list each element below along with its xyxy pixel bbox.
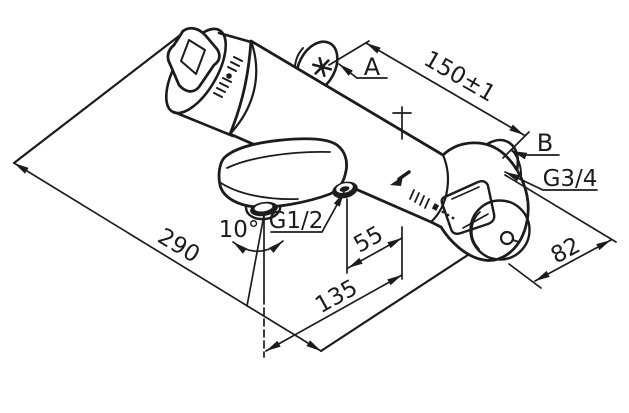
leader-b — [511, 150, 560, 160]
dimension-line-150 — [365, 42, 525, 136]
flow-arrow-icon — [390, 176, 403, 186]
ext-line-a — [328, 40, 370, 66]
temperature-scale-marks — [213, 56, 243, 98]
dimension-line-55 — [347, 237, 403, 269]
star-marker-icon — [312, 57, 332, 77]
dimension-line-135 — [265, 274, 403, 352]
flow-handle — [440, 180, 531, 261]
flow-handle-collar — [429, 153, 449, 224]
handle-cap-dot — [499, 230, 515, 246]
connection-a-label: A — [364, 53, 381, 81]
handle-body-ring — [228, 39, 258, 136]
leader-g12 — [270, 191, 345, 233]
flow-handle-face — [469, 199, 531, 261]
dim-10deg-label: 10° — [219, 217, 260, 243]
connection-b-label: B — [537, 129, 553, 157]
temperature-handle — [164, 26, 253, 138]
spout-outline — [217, 137, 348, 209]
flow-scale-marks — [390, 170, 455, 220]
ext-line-depth-front — [508, 263, 542, 289]
ext-line-b — [502, 131, 530, 159]
dimension-lines — [13, 40, 617, 358]
dim-150-label: 150±1 — [419, 46, 499, 107]
thread-g12-label: G1/2 — [269, 208, 324, 234]
dim-290-label: 290 — [153, 224, 204, 269]
temperature-handle-grip — [166, 26, 221, 93]
leader-g34 — [504, 171, 598, 191]
flow-handle-grip — [440, 180, 496, 235]
ext-line-depth-wall — [504, 174, 617, 243]
leader-a — [338, 63, 388, 79]
dimension-line-82 — [534, 239, 612, 282]
faucet-body-outline — [228, 39, 530, 262]
dim-82-label: 82 — [547, 232, 585, 269]
wall-plane-left-edge — [12, 34, 181, 165]
faucet-body — [228, 39, 530, 262]
dim-55-label: 55 — [349, 221, 387, 258]
thread-g34-label: G3/4 — [543, 166, 598, 192]
